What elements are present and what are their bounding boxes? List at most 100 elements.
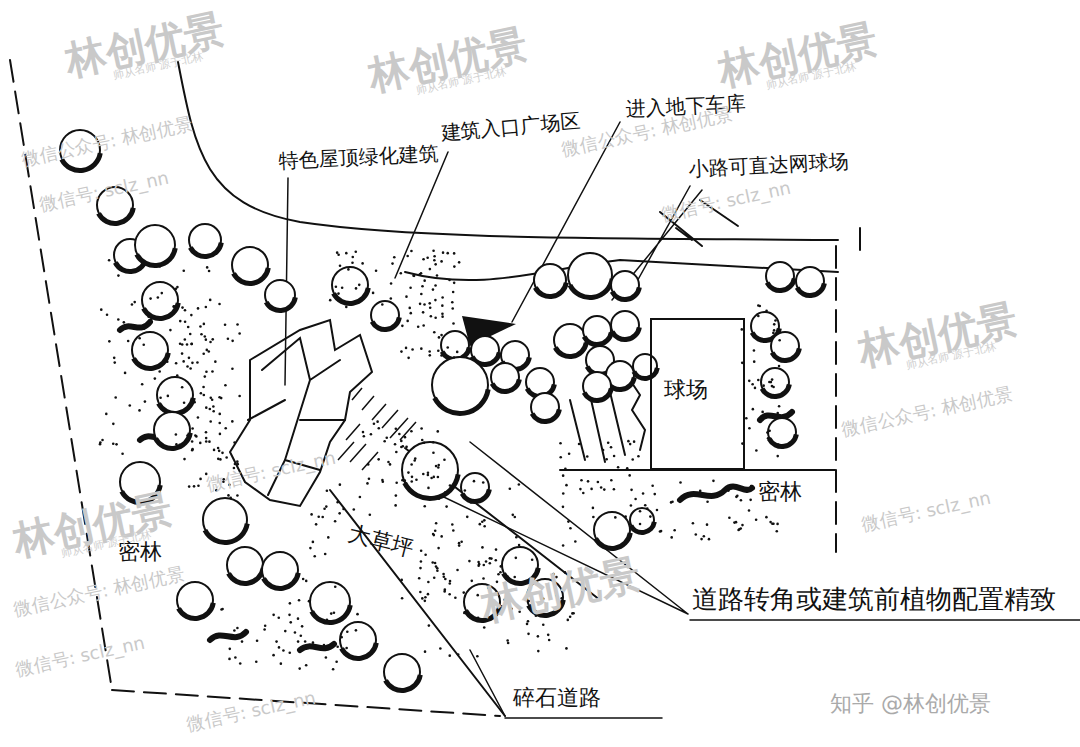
- stipple-dot: [354, 250, 357, 253]
- stipple-dot: [614, 516, 617, 519]
- stipple-dot: [327, 536, 330, 539]
- stipple-dot: [418, 577, 421, 580]
- stipple-dot: [370, 433, 373, 436]
- stipple-dot: [768, 381, 771, 384]
- tree-symbol: [370, 301, 402, 332]
- callout: 道路转角或建筑前植物配置精致: [692, 585, 1056, 614]
- stipple-dot: [443, 575, 446, 578]
- stipple-dot: [444, 578, 447, 581]
- stipple-dot: [224, 384, 227, 387]
- stipple-dot: [778, 339, 781, 342]
- stipple-dot: [412, 274, 415, 277]
- tree-shadow: [310, 605, 353, 625]
- stipple-dot: [542, 623, 545, 626]
- stipple-dot: [203, 323, 206, 326]
- stipple-dot: [776, 455, 779, 458]
- stipple-dot: [123, 321, 126, 324]
- tree-symbol: [533, 264, 569, 299]
- stipple-dot: [205, 306, 208, 309]
- stipple-dot: [452, 529, 455, 532]
- stipple-dot: [490, 557, 493, 560]
- stipple-dot: [634, 498, 637, 501]
- stipple-dot: [628, 474, 631, 477]
- stipple-dot: [383, 440, 386, 443]
- stipple-dot: [506, 639, 509, 642]
- stipple-dot: [564, 467, 567, 470]
- stipple-dot: [774, 319, 777, 322]
- stipple-dot: [438, 498, 441, 501]
- stipple-dot: [670, 536, 673, 539]
- stipple-dot: [653, 493, 656, 496]
- stipple-dot: [158, 265, 161, 268]
- stipple-dot: [190, 343, 193, 346]
- tree-shadow: [530, 409, 562, 424]
- stipple-dot: [562, 492, 565, 495]
- stipple-dot: [771, 385, 774, 388]
- tree-symbol: [795, 267, 827, 298]
- stipple-dot: [114, 396, 117, 399]
- tree-shadow: [795, 283, 827, 298]
- stipple-dot: [433, 331, 436, 334]
- stipple-dot: [458, 542, 461, 545]
- stipple-dot: [411, 348, 414, 351]
- stipple-dot: [209, 341, 212, 344]
- stipple-dot: [190, 314, 193, 317]
- stipple-dot: [204, 375, 207, 378]
- stipple-dot: [112, 423, 115, 426]
- stipple-dot: [209, 420, 212, 423]
- stipple-dot: [537, 650, 540, 653]
- stipple-dot: [464, 489, 467, 492]
- stipple-dot: [483, 525, 486, 528]
- stipple-dot: [444, 588, 447, 591]
- stipple-dot: [182, 360, 185, 363]
- tree-symbol: [765, 262, 797, 293]
- stipple-dot: [169, 329, 172, 332]
- stipple-dot: [159, 396, 162, 399]
- stipple-dot: [400, 440, 403, 443]
- stipple-dot: [438, 336, 441, 339]
- tree-symbol: [331, 267, 370, 306]
- stipple-dot: [458, 544, 461, 547]
- stipple-dot: [751, 383, 754, 386]
- stipple-dot: [272, 614, 275, 617]
- stipple-dot: [649, 515, 652, 518]
- stipple-dot: [509, 487, 512, 490]
- stipple-dot: [479, 523, 482, 526]
- stipple-dot: [409, 312, 412, 315]
- stipple-dot: [777, 443, 780, 446]
- stipple-dot: [390, 297, 393, 300]
- stipple-dot: [187, 326, 190, 329]
- tree-symbol: [231, 247, 270, 286]
- stipple-dot: [507, 642, 510, 645]
- tree-symbol: [610, 271, 642, 302]
- stipple-dot: [740, 499, 743, 502]
- stipple-dot: [449, 580, 452, 583]
- stipple-dot: [440, 334, 443, 337]
- stipple-dot: [440, 260, 443, 263]
- stipple-dot: [749, 499, 752, 502]
- stipple-dot: [477, 564, 480, 567]
- stipple-dot: [338, 512, 341, 515]
- stipple-dot: [289, 621, 292, 624]
- stipple-dot: [160, 292, 163, 295]
- stipple-dot: [218, 422, 221, 425]
- stipple-dot: [458, 261, 461, 264]
- stipple-dot: [441, 312, 444, 315]
- stipple-dot: [312, 541, 315, 544]
- stipple-dot: [468, 560, 471, 563]
- stipple-dot: [610, 446, 613, 449]
- stipple-dot: [188, 357, 191, 360]
- site-boundary: [835, 246, 837, 552]
- stipple-dot: [191, 440, 194, 443]
- tree-symbol: [188, 224, 224, 259]
- stipple-dot: [422, 258, 425, 261]
- stipple-dot: [206, 266, 209, 269]
- stipple-dot: [646, 507, 649, 510]
- stipple-dot: [117, 318, 120, 321]
- stipple-dot: [470, 580, 473, 583]
- stipple-dot: [423, 441, 426, 444]
- tree-symbol: [141, 282, 180, 321]
- stipple-dot: [183, 402, 186, 405]
- stipple-dot: [272, 654, 275, 657]
- stipple-dot: [737, 529, 740, 532]
